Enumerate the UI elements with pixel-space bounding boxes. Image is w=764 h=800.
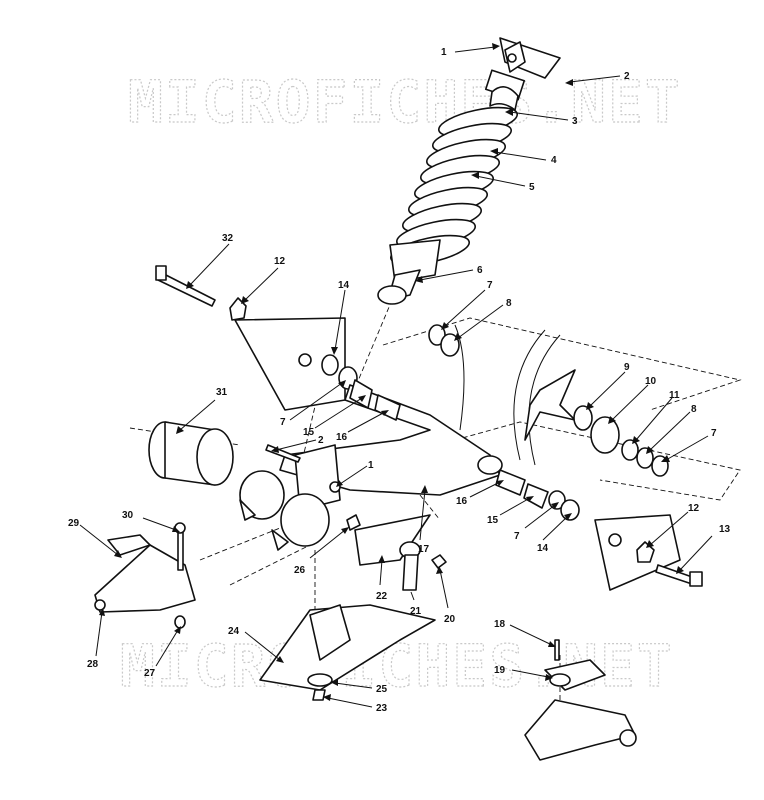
callout-31: 31: [176, 387, 228, 434]
callout-number: 14: [338, 280, 350, 291]
callout-number: 3: [572, 116, 578, 127]
callout-number: 16: [456, 496, 468, 507]
callout-number: 14: [537, 543, 549, 554]
upper-frame-bracket: [499, 37, 561, 79]
callout-15b: 15: [487, 496, 534, 526]
callout-5: 5: [471, 172, 535, 193]
callout-number: 25: [376, 684, 388, 695]
callout-23: 23: [323, 694, 388, 714]
callout-number: 8: [691, 404, 697, 415]
callout-number: 10: [645, 376, 657, 387]
callout-20: 20: [436, 566, 456, 625]
callout-number: 31: [216, 387, 228, 398]
callout-number: 30: [122, 510, 134, 521]
callout-18: 18: [494, 619, 556, 647]
callout-number: 2: [624, 71, 630, 82]
callout-number: 16: [336, 432, 348, 443]
callout-number: 6: [477, 265, 483, 276]
callout-12a: 12: [241, 256, 286, 304]
callout-number: 18: [494, 619, 506, 630]
callout-30: 30: [122, 510, 180, 532]
callout-number: 13: [719, 524, 731, 535]
callout-number: 15: [303, 427, 315, 438]
callout-17: 17: [418, 485, 430, 555]
callout-number: 15: [487, 515, 499, 526]
callout-14b: 14: [537, 513, 572, 554]
left-foot-bracket: [94, 522, 196, 629]
callout-7c: 7: [280, 380, 346, 428]
shock-absorber: [377, 69, 526, 305]
callout-7d: 7: [514, 502, 559, 542]
callout-number: 7: [280, 417, 286, 428]
callout-10: 10: [608, 376, 657, 424]
callout-4: 4: [490, 148, 557, 166]
callout-27: 27: [144, 626, 181, 679]
callout-number: 7: [487, 280, 493, 291]
callout-number: 1: [441, 47, 447, 58]
callout-number: 32: [222, 233, 234, 244]
skid-plate: [259, 604, 436, 701]
callout-25: 25: [330, 679, 388, 695]
callout-11: 11: [632, 390, 680, 444]
callout-number: 12: [274, 256, 286, 267]
callout-number: 26: [294, 565, 306, 576]
lower-right-control-arm: [524, 639, 637, 761]
callout-9: 9: [586, 362, 630, 410]
callout-14a: 14: [331, 280, 350, 355]
right-bracket-plate: [594, 514, 703, 591]
callouts: 1 2 3 4 5 6 7 8: [68, 43, 731, 714]
callout-8b: 8: [646, 404, 697, 454]
callout-19: 19: [494, 665, 553, 681]
callout-number: 12: [688, 503, 700, 514]
drum-assembly: [148, 421, 341, 551]
callout-number: 9: [624, 362, 630, 373]
callout-number: 11: [669, 390, 680, 401]
callout-number: 22: [376, 591, 388, 602]
callout-2: 2: [565, 71, 630, 86]
watermark: MICROFICHES.NET MICROFICHES.NET: [119, 67, 682, 700]
callout-number: 8: [506, 298, 512, 309]
callout-number: 5: [529, 182, 535, 193]
callout-6: 6: [415, 265, 483, 283]
callout-number: 23: [376, 703, 388, 714]
callout-number: 7: [514, 531, 520, 542]
callout-8a: 8: [454, 298, 512, 341]
callout-number: 19: [494, 665, 506, 676]
callout-22: 22: [376, 555, 388, 602]
callout-7b: 7: [661, 428, 717, 462]
callout-28: 28: [87, 608, 105, 670]
callout-number: 1: [368, 460, 374, 471]
callout-21: 21: [410, 591, 422, 617]
callout-7a: 7: [441, 280, 493, 330]
callout-13: 13: [676, 524, 731, 574]
callout-3: 3: [505, 108, 578, 127]
callout-24: 24: [228, 626, 284, 663]
callout-number: 24: [228, 626, 240, 637]
callout-number: 4: [551, 155, 557, 166]
callout-15a: 15: [303, 395, 366, 438]
callout-1: 1: [441, 43, 500, 58]
callout-number: 29: [68, 518, 80, 529]
callout-1b: 1: [336, 460, 374, 487]
callout-number: 7: [711, 428, 717, 439]
callout-number: 2: [318, 435, 324, 446]
callout-26: 26: [294, 527, 349, 576]
callout-number: 27: [144, 668, 156, 679]
callout-32: 32: [186, 233, 234, 289]
callout-29: 29: [68, 518, 122, 558]
callout-number: 17: [418, 544, 430, 555]
callout-number: 20: [444, 614, 456, 625]
callout-16b: 16: [456, 480, 504, 507]
lower-bracket-group: [346, 514, 447, 591]
callout-12b: 12: [646, 503, 700, 548]
callout-number: 21: [410, 606, 422, 617]
callout-number: 28: [87, 659, 99, 670]
callout-16a: 16: [336, 410, 389, 443]
left-bracket-plate: [155, 265, 358, 411]
watermark-top: MICROFICHES.NET: [128, 68, 682, 136]
callout-2b: 2: [271, 435, 324, 453]
